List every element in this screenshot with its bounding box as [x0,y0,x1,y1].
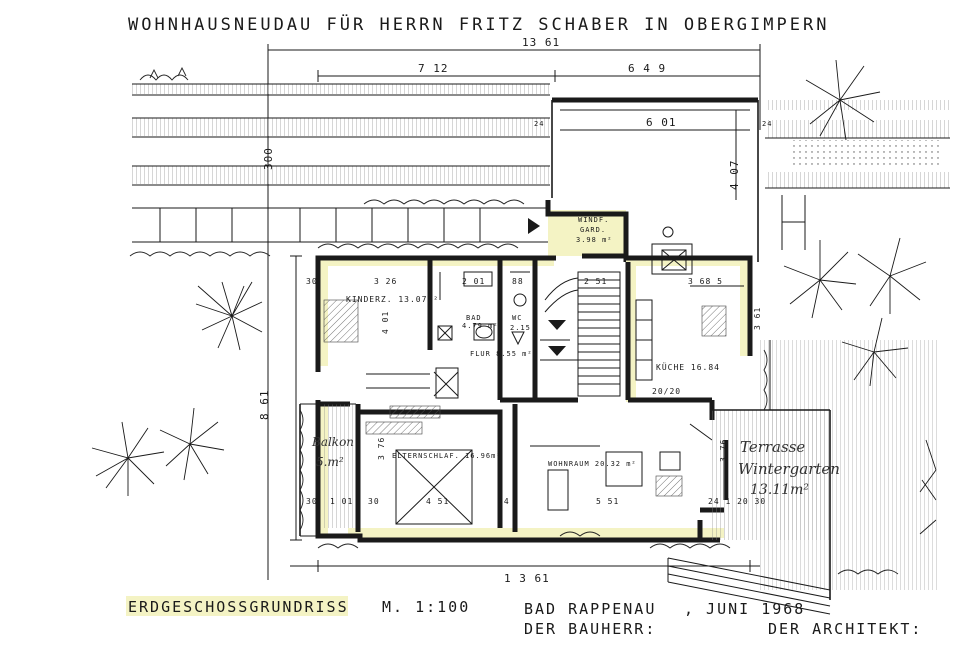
entry-windfang: WINDF. GARD. 3.98 m² [528,200,629,262]
dim-wohn-height: 3 76 [719,439,728,462]
tree-bottom-right [919,439,937,535]
interior-dimensions: 30 3 26 2 01 88 2 51 3 68 5 4 01 3 76 3 … [306,277,766,506]
house-plan [315,226,753,543]
tree-left-upper [195,281,263,351]
room-labels: KINDERZ. 13.07m² BAD 4.79 m² WC 2.15 FLU… [346,295,720,468]
plan-name: ERDGESCHOSSGRUNDRISS [128,598,349,616]
dim-stair-width: 2 51 [584,277,607,286]
balcony: Balkon 5.m² [299,403,356,537]
trees [91,59,937,535]
drawing-title: WOHNHAUSNEUDAU FÜR HERRN FRITZ SCHABER I… [128,13,829,35]
dim-garage-left: 24 [534,120,544,128]
room-garderobe: GARD. [580,226,606,234]
tree-top-right [805,59,881,141]
room-wc-area: 2.15 [510,324,531,332]
terrace-wintergarden: Terrasse Wintergarten 13.11m² [712,340,940,600]
tree-left-lower [91,407,225,496]
dim-wall-24: 24 [498,497,510,506]
tree-right-middle [783,237,927,387]
room-wintergarten: Wintergarten [738,460,840,478]
dim-eltern-width: 4 51 [426,497,449,506]
room-elternschlaf: ELTERNSCHLAF. 16.96m² [392,452,502,460]
room-terrasse: Terrasse [740,438,805,456]
dim-balkon-width: 1 01 [330,497,353,506]
room-windfang: WINDF. [578,216,609,224]
planting [129,66,899,575]
dim-kinderz-height: 4 01 [381,311,390,334]
dim-terrace: 24 1 20 30 [708,497,766,506]
outer-dimension-lines: 8 61 1 3 61 [258,255,760,585]
staircase [540,271,621,397]
room-bad-area: 4.79 m² [462,322,499,330]
front-steps [667,557,831,615]
dim-overall-top: 13 61 [522,36,560,49]
room-balkon-area: 5.m² [316,455,344,469]
title-block: ERDGESCHOSSGRUNDRISS M. 1:100 BAD RAPPEN… [126,596,922,638]
dim-garage-height: 4 07 [728,160,741,191]
room-kueche: KÜCHE 16.84 [656,362,720,372]
dim-kueche-door: 20/20 [652,387,681,396]
dim-right-part: 6 4 9 [628,62,666,75]
garden-bands: 300 [132,83,950,250]
dim-kinderz-width: 3 26 [374,277,397,286]
dim-bad-width: 2 01 [462,277,485,286]
room-flur: FLUR 8.55 m² [470,350,533,358]
room-wohnraum: WOHNRAUM 20.32 m² [548,460,637,468]
dim-left-wall-bottom: 30 [306,497,318,506]
dim-left-part: 7 12 [418,62,449,75]
room-balkon: Balkon [311,435,354,449]
plan-place: BAD RAPPENAU [524,600,656,618]
dim-side: 3 61 [753,307,762,330]
carport: 6 01 24 24 4 07 [534,97,772,262]
dim-wall-30: 30 [368,497,380,506]
room-windfang-area: 3.98 m² [576,236,613,244]
dim-wohn-width: 5 51 [596,497,619,506]
room-terrasse-area: 13.11m² [750,482,809,498]
architect-signature-label: DER ARCHITEKT: [768,620,922,638]
room-kinderz: KINDERZ. 13.07m² [346,295,439,304]
dim-eltern-height: 3 76 [377,437,386,460]
dim-left-wall-top: 30 [306,277,318,286]
room-wc: WC [512,314,522,322]
dim-overall-bottom: 1 3 61 [504,572,550,585]
client-signature-label: DER BAUHERR: [524,620,656,638]
dim-garden-height: 300 [262,147,275,170]
dim-overall-height: 8 61 [258,390,271,421]
room-bad: BAD [466,314,482,322]
plan-date: , JUNI 1968 [684,600,805,618]
dim-carport: 6 01 [646,116,677,129]
dim-kueche-width: 3 68 5 [688,277,723,286]
dim-wc-width: 88 [512,277,524,286]
plan-scale: M. 1:100 [382,598,470,616]
dim-garage-right: 24 [762,120,772,128]
